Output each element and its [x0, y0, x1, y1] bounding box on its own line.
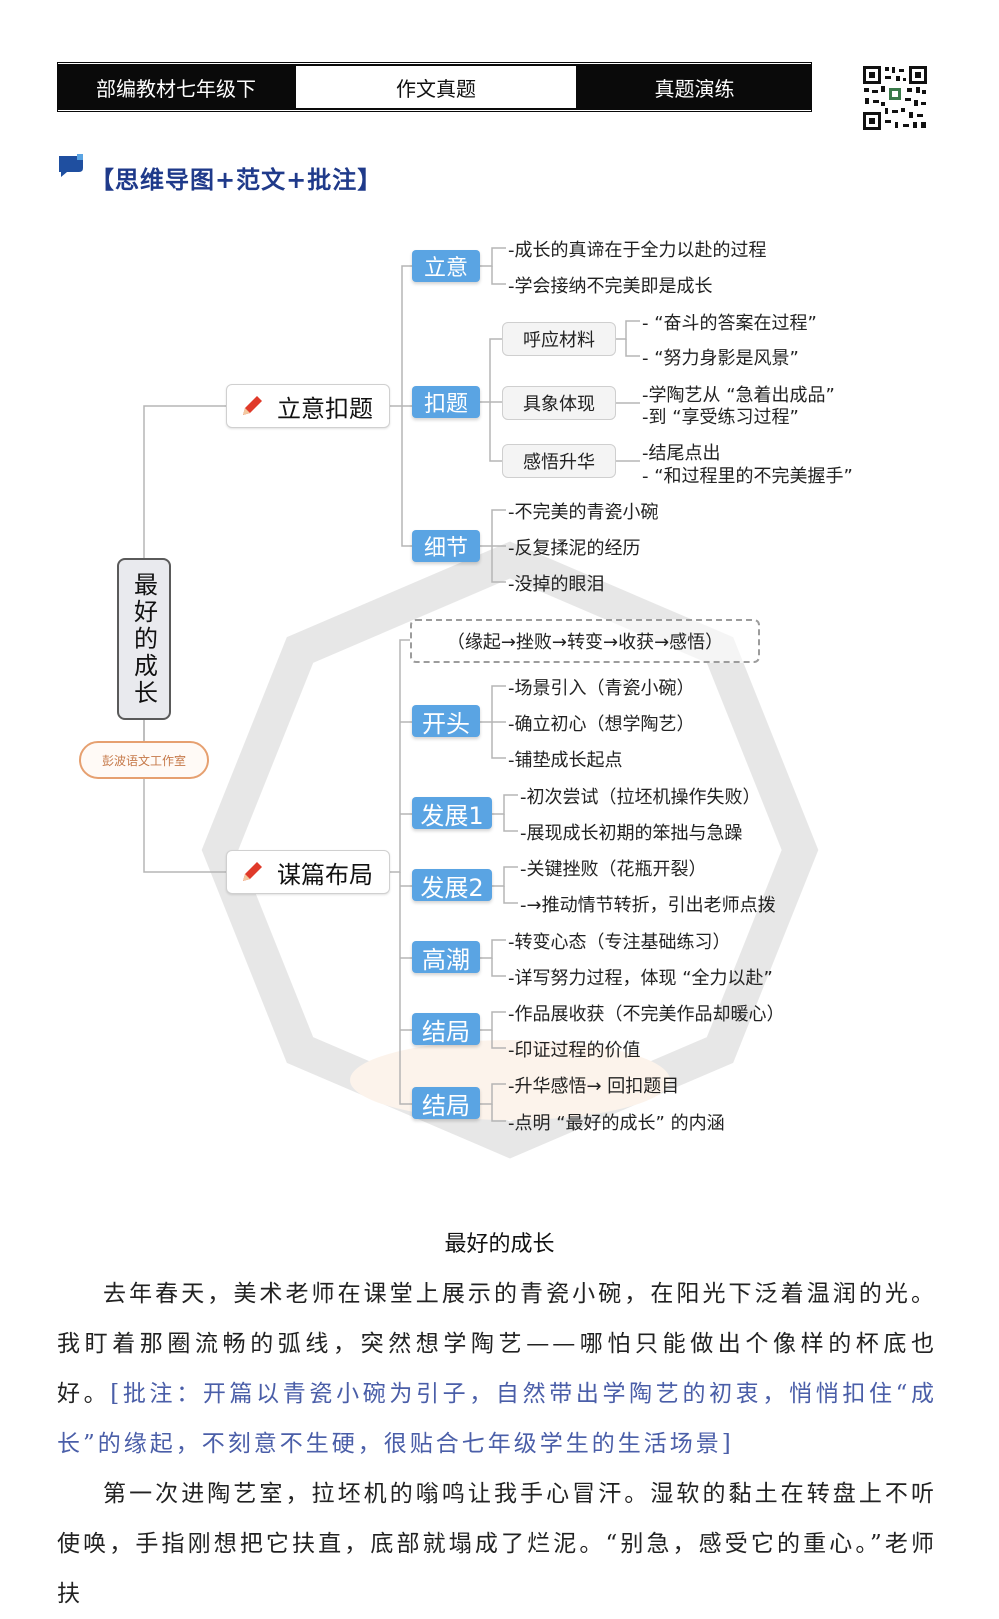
tag-kouti: 扣题	[412, 386, 480, 418]
pencil-icon	[243, 396, 262, 415]
tag-liyi: 立意	[412, 250, 480, 282]
tag-gaochao: 高潮	[412, 941, 480, 974]
leaf-kaitou-2: -确立初心（想学陶艺）	[508, 714, 695, 735]
studio-badge: 彭波语文工作室	[79, 741, 209, 779]
leaf-jieju1-2: -印证过程的价值	[508, 1040, 641, 1061]
tag-jieju-1: 结局	[412, 1013, 480, 1046]
essay-annotation-1: [批注：开篇以青瓷小碗为引子，自然带出学陶艺的初衷，悄悄扣住“成长”的缘起，不刻…	[57, 1381, 938, 1457]
leaf-huying-2: - “努力身影是风景”	[642, 348, 799, 369]
leaf-juxiang-1: -学陶艺从 “急着出成品”	[642, 385, 835, 406]
branch-theme: 立意扣题	[226, 384, 390, 428]
header-middle-cell: 作文真题	[294, 64, 578, 110]
branch-structure: 谋篇布局	[226, 850, 390, 894]
leaf-xijie-1: -不完美的青瓷小碗	[508, 502, 659, 523]
branch-structure-label: 谋篇布局	[277, 860, 373, 889]
leaf-jieju2-2: -点明 “最好的成长” 的内涵	[508, 1113, 725, 1134]
leaf-fazhan2-1: -关键挫败（花瓶开裂）	[520, 859, 707, 880]
leaf-jieju1-1: -作品展收获（不完美作品却暖心）	[508, 1004, 785, 1025]
essay-title: 最好的成长	[444, 1232, 555, 1257]
leaf-kaitou-3: -铺垫成长起点	[508, 750, 623, 771]
leaf-liyi-1: -成长的真谛在于全力以赴的过程	[508, 240, 767, 261]
leaf-xijie-2: -反复揉泥的经历	[508, 538, 641, 559]
leaf-fazhan2-2: -→推动情节转折，引出老师点拨	[520, 895, 776, 916]
leaf-huying-1: - “奋斗的答案在过程”	[642, 313, 817, 334]
pencil-icon	[243, 862, 262, 881]
sub-juxiang: 具象体现	[502, 386, 616, 420]
tag-kaitou: 开头	[412, 705, 480, 738]
root-label: 最好的成长	[129, 571, 158, 707]
leaf-xijie-3: -没掉的眼泪	[508, 574, 605, 595]
tag-fazhan1: 发展1	[412, 797, 492, 830]
header-left-cell: 部编教材七年级下	[58, 64, 294, 110]
tag-fazhan2: 发展2	[412, 869, 492, 902]
leaf-ganwu-1: -结尾点出	[642, 443, 721, 464]
section-title: 【思维导图+范文+批注】	[90, 166, 383, 194]
essay-paragraph-1: 去年春天，美术老师在课堂上展示的青瓷小碗，在阳光下泛着温润的光。我盯着那圈流畅的…	[57, 1269, 937, 1469]
leaf-jieju2-1: -升华感悟→ 回扣题目	[508, 1076, 680, 1097]
chat-bubble-icon	[59, 154, 83, 177]
essay-p2-text: 第一次进陶艺室，拉坯机的嗡鸣让我手心冒汗。湿软的黏土在转盘上不听使唤，手指刚想把…	[57, 1481, 937, 1607]
header-bar	[57, 62, 812, 112]
header-right-cell: 真题演练	[578, 64, 811, 110]
essay-paragraph-2: 第一次进陶艺室，拉坯机的嗡鸣让我手心冒汗。湿软的黏土在转盘上不听使唤，手指刚想把…	[57, 1469, 937, 1619]
sub-huying: 呼应材料	[502, 322, 616, 356]
leaf-fazhan1-2: -展现成长初期的笨拙与急躁	[520, 823, 743, 844]
leaf-gaochao-1: -转变心态（专注基础练习）	[508, 932, 731, 953]
leaf-liyi-2: -学会接纳不完美即是成长	[508, 276, 713, 297]
branch-theme-label: 立意扣题	[277, 394, 373, 423]
tag-jieju-2: 结局	[412, 1087, 480, 1120]
leaf-ganwu-2: - “和过程里的不完美握手”	[642, 466, 853, 487]
essay-p1-text: 去年春天，美术老师在课堂上展示的青瓷小碗，在阳光下泛着温润的光。我盯着那圈流畅的…	[57, 1281, 937, 1407]
leaf-fazhan1-1: -初次尝试（拉坯机操作失败）	[520, 787, 761, 808]
essay-body: 去年春天，美术老师在课堂上展示的青瓷小碗，在阳光下泛着温润的光。我盯着那圈流畅的…	[57, 1269, 937, 1619]
qr-code-icon	[861, 64, 929, 132]
leaf-kaitou-1: -场景引入（青瓷小碗）	[508, 678, 695, 699]
sub-ganwu: 感悟升华	[502, 444, 616, 478]
story-flow-box: （缘起→挫败→转变→收获→感悟）	[410, 619, 760, 663]
mindmap-root: 最好的成长	[117, 558, 171, 720]
leaf-gaochao-2: -详写努力过程，体现 “全力以赴”	[508, 968, 773, 989]
leaf-juxiang-2: -到 “享受练习过程”	[642, 407, 799, 428]
tag-xijie: 细节	[412, 530, 480, 562]
